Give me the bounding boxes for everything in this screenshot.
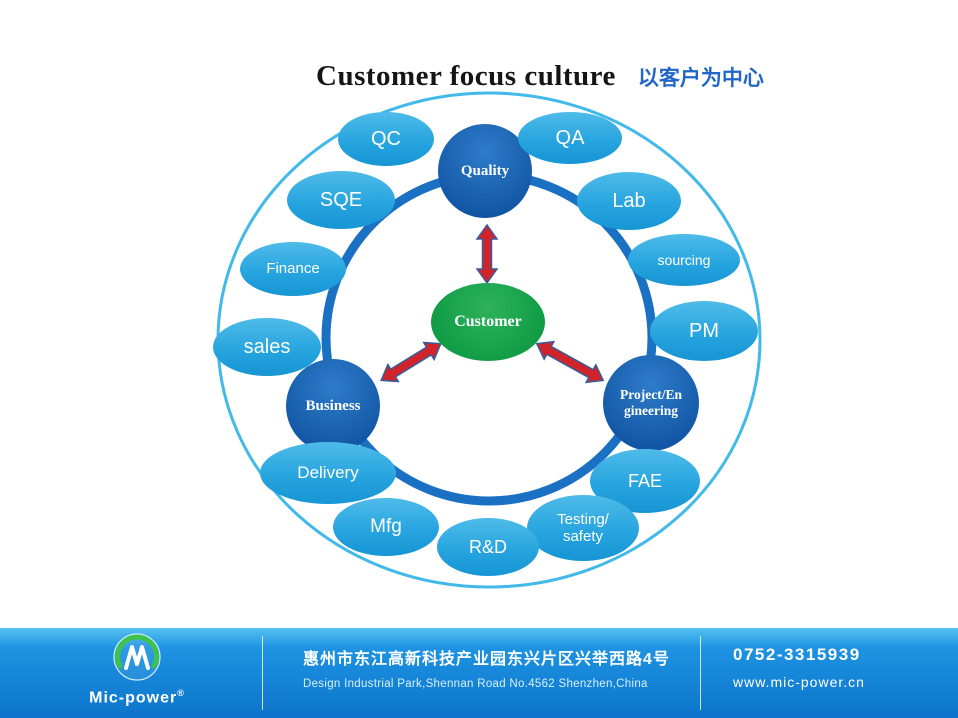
arrow-business-customer (380, 341, 442, 383)
satellite-sqe: SQE (287, 171, 395, 229)
footer-divider-right (700, 636, 701, 710)
satellite-qc: QC (338, 112, 434, 166)
footer-divider-left (262, 636, 263, 710)
satellite-testing-safety: Testing/ safety (527, 495, 639, 561)
node-project-engineering: Project/En gineering (603, 355, 699, 451)
registered-mark: ® (177, 688, 185, 698)
center-customer: Customer (431, 283, 545, 361)
footer-address: 惠州市东江高新科技产业园东兴片区兴举西路4号 Design Industrial… (303, 645, 670, 690)
address-english: Design Industrial Park,Shennan Road No.4… (303, 678, 648, 690)
footer-bar: Mic-power® 惠州市东江高新科技产业园东兴片区兴举西路4号 Design… (0, 628, 958, 718)
title-row: Customer focus culture 以客户为中心 (316, 60, 764, 93)
page-subtitle-chinese: 以客户为中心 (637, 67, 764, 90)
mic-power-logo-icon (113, 633, 161, 681)
logo-text: Mic-power (89, 689, 178, 707)
satellite-mfg: Mfg (333, 498, 439, 556)
satellite-delivery: Delivery (260, 442, 396, 504)
company-logo: Mic-power® (72, 632, 202, 707)
arrow-quality-customer (475, 223, 499, 285)
footer-contact: 0752-3315939 www.mic-power.cn (733, 645, 865, 690)
arrow-project-customer (535, 340, 605, 384)
satellite-finance: Finance (240, 242, 346, 296)
satellite-pm: PM (650, 301, 758, 361)
node-quality: Quality (438, 124, 532, 218)
satellite-rd: R&D (437, 518, 539, 576)
website-url: www.mic-power.cn (733, 674, 865, 690)
logo-wordmark: Mic-power® (72, 688, 202, 707)
satellite-lab: Lab (577, 172, 681, 230)
address-chinese: 惠州市东江高新科技产业园东兴片区兴举西路4号 (303, 651, 670, 668)
satellite-qa: QA (518, 112, 622, 164)
node-business: Business (286, 359, 380, 453)
phone-number: 0752-3315939 (733, 645, 861, 664)
satellite-sourcing: sourcing (628, 234, 740, 286)
satellite-sales: sales (213, 318, 321, 376)
page-title: Customer focus culture (316, 60, 616, 92)
